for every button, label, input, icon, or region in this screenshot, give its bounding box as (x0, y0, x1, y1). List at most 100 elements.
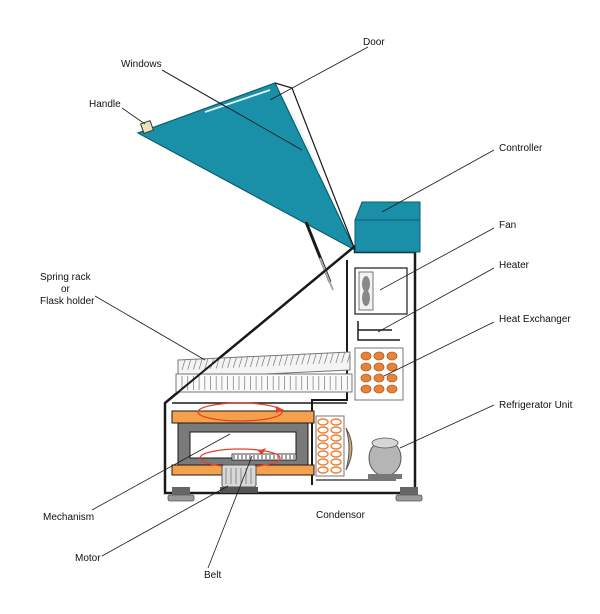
condensor-ring (330, 458, 342, 466)
condensor-rings (317, 418, 342, 474)
leader-heat-exchanger (383, 321, 495, 377)
labels: Door Windows Handle Controller Fan Heate… (40, 37, 573, 581)
rack-spring-top (301, 354, 306, 365)
controller-top (354, 201, 421, 221)
label-condensor: Condensor (316, 510, 366, 521)
heat-exchanger-coil (360, 362, 372, 372)
rack-spring-top (193, 359, 197, 370)
controller (354, 201, 421, 253)
gear-rail (231, 453, 297, 461)
foot-right-base (395, 494, 423, 502)
heater-element (357, 321, 400, 341)
fan (354, 267, 408, 315)
label-spring-rack-2: or (61, 284, 71, 295)
leader-controller (381, 149, 495, 213)
label-fan: Fan (499, 220, 516, 231)
rack-spring-top (250, 356, 254, 367)
rotation-arrowhead-upper (276, 406, 284, 413)
heat-exchanger-coil (386, 384, 398, 394)
label-spring-rack-3: Flask holder (40, 296, 95, 307)
chamber-partition (311, 260, 348, 485)
door-panel (136, 82, 357, 252)
condensor-ring (330, 418, 342, 426)
rack-spring-top (255, 356, 260, 367)
rack-spring-top (324, 353, 328, 364)
rack-spring-top (341, 352, 345, 363)
leader-lines (91, 46, 495, 569)
door-strut-rod (319, 257, 334, 291)
rack-spring-top (346, 352, 351, 363)
condensor-ring (317, 426, 329, 434)
leader-windows-b (161, 69, 303, 151)
rack-spring-top (318, 353, 323, 364)
rack-spring-top (238, 357, 243, 368)
condensor (315, 415, 396, 481)
rotation-arrowhead-lower (258, 448, 266, 455)
door-handle (139, 119, 155, 135)
shaker-mechanism (171, 402, 315, 476)
rack-spring-top (187, 359, 192, 370)
rack-spring-top (284, 355, 288, 366)
rack-spring-top (244, 357, 249, 368)
rack-spring-top (278, 355, 283, 366)
rack-spring-top (181, 359, 186, 371)
rack-spring-top (295, 354, 300, 365)
condensor-coil (315, 415, 345, 477)
leader-mechanism (91, 433, 231, 511)
rack-spring-top (335, 352, 340, 364)
door-window-right (291, 111, 321, 175)
fan-blade-lower (362, 290, 370, 306)
condensor-ring (330, 466, 342, 474)
heater (357, 321, 400, 341)
rack-spring-top (198, 359, 203, 370)
rack-spring-top (272, 355, 277, 366)
leader-motor (101, 485, 229, 557)
label-refrigerator-unit: Refrigerator Unit (499, 400, 573, 411)
heat-exchanger-coil (373, 362, 385, 372)
condensor-ring (317, 418, 329, 426)
label-controller: Controller (499, 143, 543, 154)
rotation-arrow-upper (197, 402, 283, 422)
compressor-top (371, 437, 399, 449)
condensor-ring (330, 434, 342, 442)
compressor-base (368, 474, 402, 479)
heat-exchanger-coil (360, 384, 372, 394)
heat-exchanger-coil (373, 384, 385, 394)
heat-exchanger-coils (360, 351, 398, 394)
heat-exchanger-coil (373, 351, 385, 361)
rack-spring-top (261, 356, 266, 367)
condensor-ring (317, 466, 329, 474)
rack-spring-top (312, 353, 317, 365)
leader-fan (379, 227, 495, 291)
spring-rack-front (175, 373, 353, 393)
foot-left (172, 487, 190, 495)
rack-spring-top (329, 353, 334, 364)
condensor-ring (317, 442, 329, 450)
heat-exchanger-coil (373, 373, 385, 383)
rack-spring-top (215, 358, 220, 369)
heat-exchanger-coil (386, 373, 398, 383)
rack-springs (181, 352, 351, 390)
door-window-upper (204, 89, 271, 113)
condensor-fan-blade (345, 427, 353, 471)
heat-exchanger-coil (360, 351, 372, 361)
feet (167, 487, 423, 502)
controller-front (354, 219, 421, 253)
label-spring-rack-1: Spring rack (40, 272, 92, 283)
leader-belt (207, 455, 253, 569)
condensor-ring (317, 458, 329, 466)
rack-spring-top (267, 355, 271, 367)
heat-exchanger-coil (360, 373, 372, 383)
heat-exchanger-coil (386, 362, 398, 372)
foot-left-base (167, 494, 195, 502)
label-door: Door (363, 37, 385, 48)
rack-spring-top (232, 357, 237, 368)
label-heat-exchanger: Heat Exchanger (499, 314, 571, 325)
spring-rack (175, 351, 353, 393)
label-windows: Windows (121, 59, 162, 70)
refrigerator-compressor (368, 437, 402, 479)
cabinet-slanted-edge (164, 245, 356, 404)
leader-door (269, 46, 369, 101)
spring-rack-top (177, 351, 351, 379)
